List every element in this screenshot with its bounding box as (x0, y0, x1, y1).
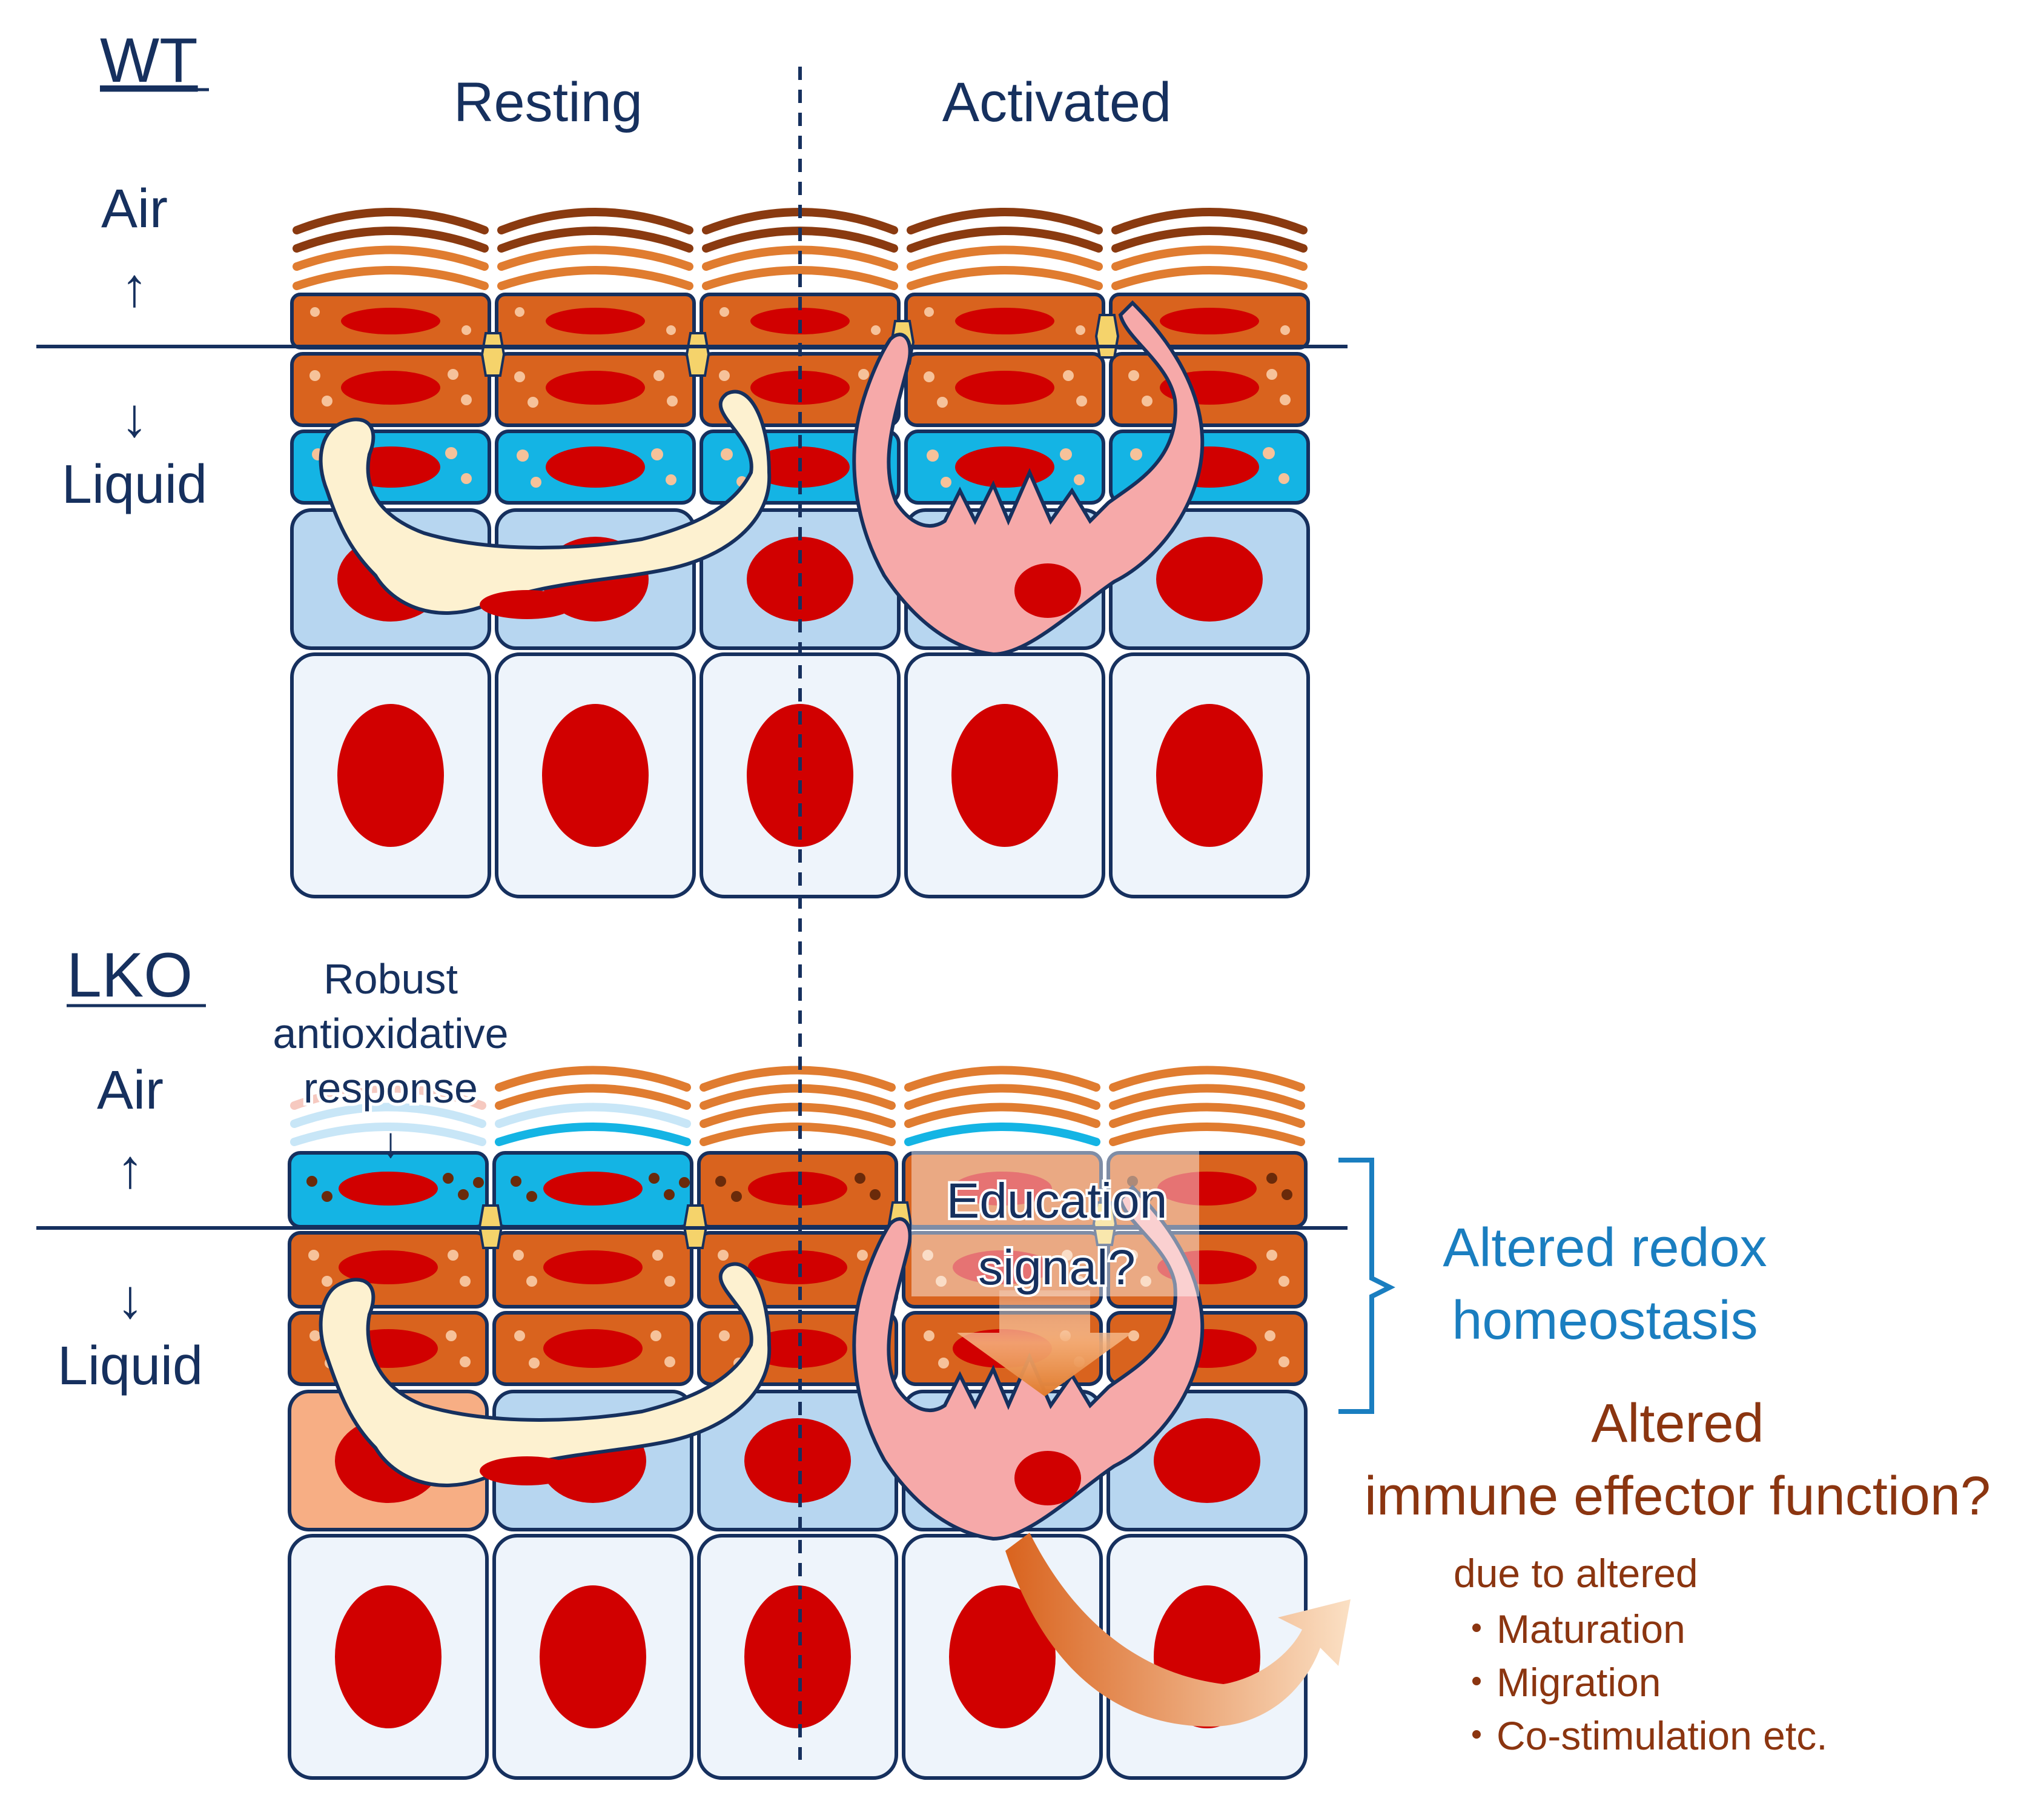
wt-activated-langerhans-cell (852, 300, 1205, 657)
antioxidative-line3: response (303, 1064, 478, 1112)
bullet-migration: ・Migration (1457, 1660, 1661, 1705)
immune-label-line1: Altered (1591, 1393, 1764, 1454)
lko-cornified-layer (290, 1066, 1305, 1146)
lko-stem-layer (288, 1534, 1308, 1780)
wt-genotype-label: WT (100, 25, 198, 96)
labels: WT Resting Activated Air ↑ ↓ Liquid LKO … (58, 25, 1991, 1758)
antioxidative-line1: Robust (323, 955, 458, 1003)
redox-label-line1: Altered redox (1443, 1218, 1767, 1278)
migration-curved-arrow (1005, 1533, 1351, 1727)
lko-activated-lc-nucleus (1014, 1451, 1081, 1505)
immune-label-line2: immune effector function? (1364, 1466, 1991, 1527)
education-signal-line1: Education (947, 1173, 1168, 1229)
education-signal-line2: signal? (978, 1240, 1136, 1295)
lko-air-label: Air (97, 1060, 164, 1121)
lko-resting-lc-nucleus (480, 1456, 574, 1485)
wt-up-arrow: ↑ (121, 257, 148, 318)
wt-stem-layer (290, 652, 1310, 898)
education-signal-box (911, 1151, 1199, 1296)
redox-bracket (1338, 1158, 1395, 1414)
wt-resting-lc-nucleus (480, 590, 574, 619)
wt-liquid-label: Liquid (62, 454, 207, 515)
antioxidative-arrow: ↓ (380, 1119, 402, 1166)
education-signal-arrow (957, 1290, 1133, 1396)
bullet-costimulation: ・Co-stimulation etc. (1457, 1713, 1828, 1758)
wt-cornified-layer (293, 208, 1308, 290)
due-to-label: due to altered (1454, 1551, 1698, 1596)
redox-label-line2: homeostasis (1452, 1290, 1758, 1351)
lko-panel (36, 1066, 1351, 1780)
lko-top-layer (288, 1151, 1308, 1229)
wt-panel (36, 208, 1348, 898)
lko-down-arrow: ↓ (117, 1269, 144, 1330)
bullet-maturation: ・Maturation (1457, 1607, 1685, 1651)
wt-activated-lc-nucleus (1014, 563, 1081, 618)
activated-column-label: Activated (942, 71, 1171, 133)
antioxidative-line2: antioxidative (273, 1010, 508, 1057)
lko-liquid-label: Liquid (58, 1336, 203, 1396)
wt-air-label: Air (101, 179, 168, 239)
lko-up-arrow: ↑ (117, 1139, 144, 1199)
lko-genotype-label: LKO (67, 940, 193, 1010)
resting-column-label: Resting (454, 71, 643, 133)
wt-down-arrow: ↓ (121, 388, 148, 448)
wt-tight-junctions (480, 314, 1120, 377)
lko-resting-langerhans-cell (319, 1262, 772, 1487)
wt-resting-langerhans-cell (319, 390, 772, 615)
